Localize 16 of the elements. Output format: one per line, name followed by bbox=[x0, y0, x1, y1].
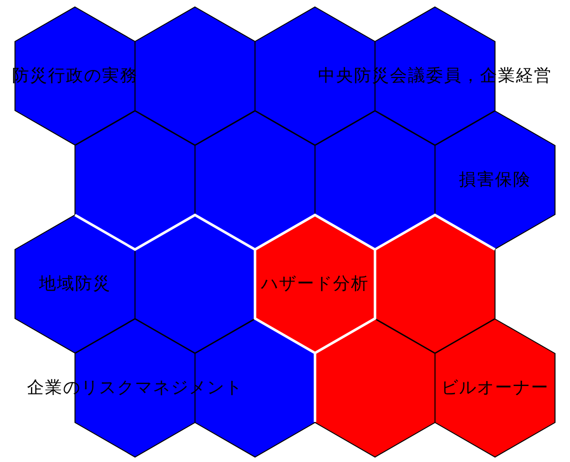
hexagon-cell bbox=[15, 215, 135, 353]
hexagon-cell bbox=[15, 7, 135, 145]
cell-label: 損害保険 bbox=[459, 170, 531, 190]
hexagon-cell bbox=[435, 319, 555, 457]
hexagon-cell bbox=[135, 7, 255, 145]
hexagon-cell bbox=[375, 215, 495, 353]
hexagon-cell bbox=[195, 111, 315, 249]
hexagon-cell bbox=[435, 111, 555, 249]
cell-label: ビルオーナー bbox=[441, 378, 549, 398]
cell-label: 地域防災 bbox=[39, 274, 111, 294]
hexagon-cell bbox=[75, 111, 195, 249]
hexagon-cell bbox=[315, 111, 435, 249]
hexagon-cell bbox=[255, 215, 375, 353]
cell-label: ハザード分析 bbox=[261, 274, 369, 294]
hexagon-cell bbox=[315, 319, 435, 457]
hexagon-cell bbox=[135, 215, 255, 353]
